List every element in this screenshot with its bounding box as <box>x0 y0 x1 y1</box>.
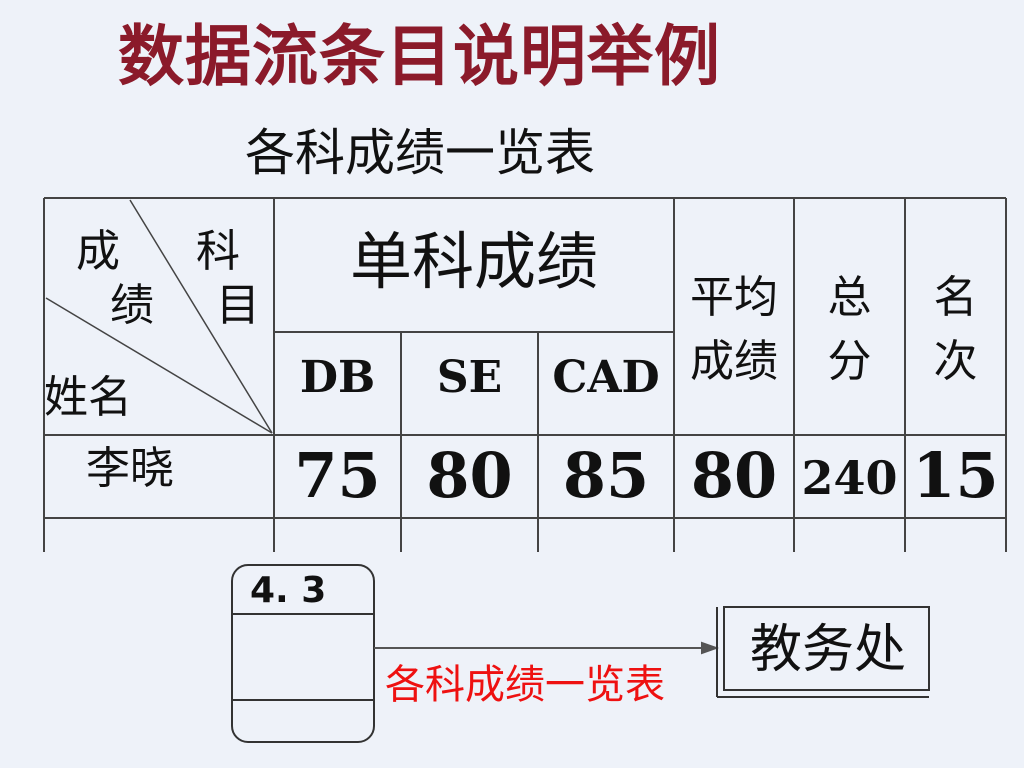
subject-header-cad: CAD <box>552 352 660 403</box>
subject-header-db: DB <box>299 352 376 403</box>
process-box <box>231 564 375 743</box>
student-name: 李晓 <box>86 443 174 494</box>
avg-header-line2: 成绩 <box>690 336 778 387</box>
slide-title: 数据流条目说明举例 <box>118 18 721 95</box>
avg-header-line1: 平均 <box>690 272 778 323</box>
external-entity-label: 教务处 <box>749 620 906 680</box>
entity-box-inner <box>723 606 930 691</box>
score-db: 75 <box>294 439 381 512</box>
score-se: 80 <box>426 439 513 512</box>
total-header-line2: 分 <box>827 336 872 387</box>
corner-top-left-1: 成 <box>76 226 120 277</box>
corner-diagonal-2 <box>45 297 273 434</box>
score-total: 240 <box>801 451 898 505</box>
corner-top-right-2: 目 <box>216 280 260 331</box>
subject-header-se: SE <box>436 352 503 403</box>
table-title: 各科成绩一览表 <box>245 124 595 182</box>
score-cad: 85 <box>562 439 650 512</box>
arrow-head-icon <box>701 641 719 655</box>
rank-value: 15 <box>912 439 999 512</box>
data-flow-label: 各科成绩一览表 <box>385 662 665 708</box>
corner-top-right-1: 科 <box>196 226 240 277</box>
corner-bottom-left: 姓名 <box>44 372 132 423</box>
corner-diagonal-1 <box>129 199 273 434</box>
process-id: 4. 3 <box>250 570 327 611</box>
group-header: 单科成绩 <box>349 225 598 298</box>
total-header-line1: 总 <box>827 272 872 323</box>
score-average: 80 <box>690 439 778 512</box>
rank-header-line1: 名 <box>933 272 978 323</box>
corner-top-left-2: 绩 <box>110 280 154 331</box>
rank-header-line2: 次 <box>933 336 978 387</box>
